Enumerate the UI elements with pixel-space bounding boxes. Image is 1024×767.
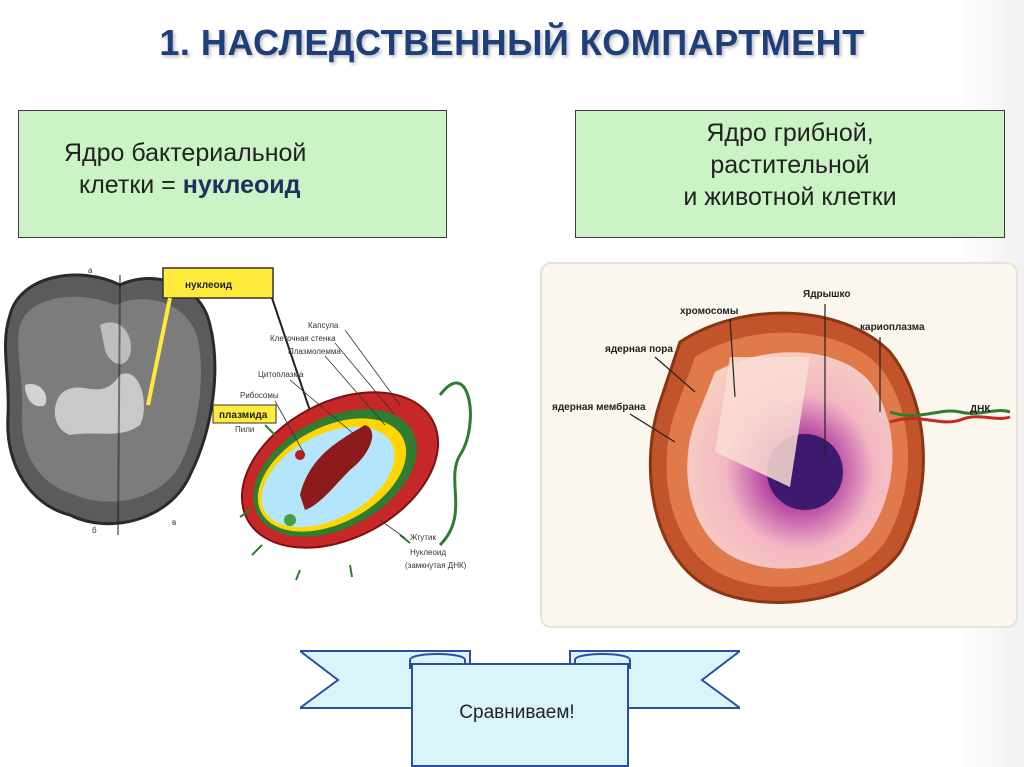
slide-title: 1. НАСЛЕДСТВЕННЫЙ КОМПАРТМЕНТ xyxy=(159,22,865,63)
label-chromosomes: хромосомы xyxy=(680,306,738,317)
eukaryotic-box-line2: растительной xyxy=(710,151,870,179)
eukaryotic-box-line1: Ядро грибной, xyxy=(706,119,874,147)
eukaryotic-box-line3: и животной клетки xyxy=(683,183,897,211)
label-pili: Пили xyxy=(235,425,254,434)
label-nucleoid-dna: Нуклеоид xyxy=(410,548,446,557)
plasmid-tag-box xyxy=(212,404,277,424)
banner-center xyxy=(411,663,629,767)
micrograph-label-c: в xyxy=(172,518,176,527)
label-closed-dna: (замкнутая ДНК) xyxy=(405,561,467,570)
label-cytoplasm: Цитоплазма xyxy=(258,370,304,379)
label-plasma-membrane: Плазмолемма xyxy=(288,347,341,356)
label-ribosomes: Рибосомы xyxy=(240,391,279,400)
nucleus-diagram xyxy=(648,311,1011,604)
eukaryotic-nucleus-box: Ядро грибной, растительной и животной кл… xyxy=(575,110,1005,238)
label-nucleolus: Ядрышко xyxy=(803,289,851,300)
bacteria-figure: а б в нуклеоид плазмида Капсула Клеточна… xyxy=(3,266,472,581)
compare-banner xyxy=(300,650,740,767)
nucleoid-pointer-yellow xyxy=(146,297,172,406)
plasmid-tag-label: плазмида xyxy=(219,410,268,421)
label-nuclear-membrane: ядерная мембрана xyxy=(552,401,646,413)
label-cell-wall: Клеточная стенка xyxy=(270,334,336,343)
micrograph-label-a: а xyxy=(88,266,93,275)
bacterial-nucleus-box: Ядро бактериальной клетки = нуклеоид xyxy=(18,110,447,238)
label-capsule: Капсула xyxy=(308,321,339,330)
label-dna: ДНК xyxy=(970,404,991,415)
label-karyoplasm: кариоплазма xyxy=(860,322,925,333)
micrograph-label-b: б xyxy=(92,526,97,535)
bacterial-box-prefix: клетки = xyxy=(79,171,183,199)
nucleoid-term: нуклеоид xyxy=(182,171,301,199)
bacterial-box-line2: клетки = нуклеоид xyxy=(19,169,446,201)
label-flagellum: Жгутик xyxy=(410,533,436,542)
bacterium-diagram xyxy=(239,381,472,581)
label-nuclear-pore: ядерная пора xyxy=(605,344,673,355)
nucleus-figure: Ядрышко хромосомы кариоплазма ядерная по… xyxy=(540,262,1018,628)
compare-label: Сравниваем! xyxy=(459,702,575,723)
bacterial-box-line1: Ядро бактериальной xyxy=(64,139,307,167)
bacteria-micrograph-image: а б в xyxy=(3,266,217,536)
nucleoid-tag-box xyxy=(162,267,274,299)
nucleoid-tag-label: нуклеоид xyxy=(185,280,233,291)
